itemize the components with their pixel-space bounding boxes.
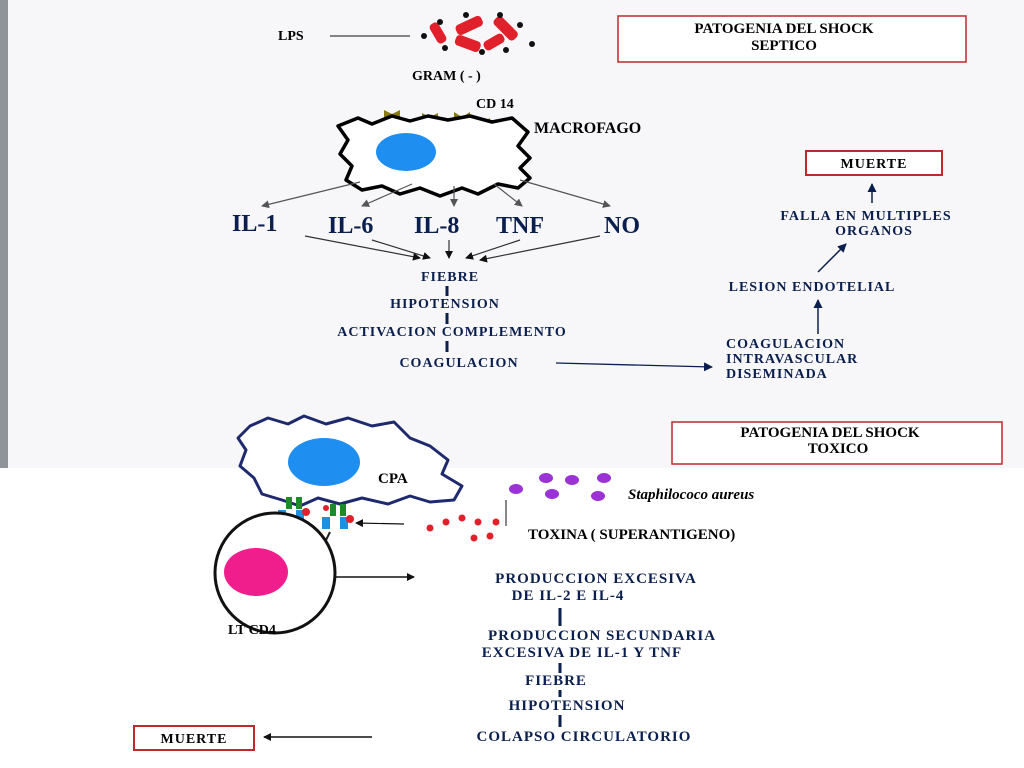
toxic-step-hypotension: HIPOTENSION: [509, 698, 626, 714]
gram-negative-bacteria-icon: [421, 12, 535, 55]
toxic-step-collapse: COLAPSO CIRCULATORIO: [477, 729, 692, 745]
septic-step-complement: ACTIVACION COMPLEMENTO: [337, 325, 567, 340]
septic-panel-background: [0, 0, 1024, 468]
apc-nucleus: [288, 438, 360, 486]
cytokine-no: NO: [604, 213, 640, 239]
septic-step-coagulation: COAGULACION: [399, 356, 518, 371]
toxic-title-line1: PATOGENIA DEL SHOCK: [740, 425, 920, 441]
cytokine-il8: IL-8: [414, 213, 459, 239]
mof-line2: ORGANOS: [835, 224, 913, 239]
staphylococcus-label: Staphilococo aureus: [628, 487, 754, 503]
cytokine-il6: IL-6: [328, 213, 373, 239]
production1-line1: PRODUCCION EXCESIVA: [495, 571, 697, 587]
septic-death-label: MUERTE: [841, 157, 908, 172]
mof-line1: FALLA EN MULTIPLES: [780, 209, 951, 224]
macrophage-label: MACROFAGO: [534, 120, 641, 137]
production2-line2: EXCESIVA DE IL-1 Y TNF: [482, 645, 682, 661]
septic-death-box: [805, 150, 943, 176]
septic-title-line2: SEPTICO: [751, 38, 817, 54]
left-edge-strip: [0, 0, 8, 468]
dic-line3: DISEMINADA: [726, 367, 828, 382]
septic-title-line1: PATOGENIA DEL SHOCK: [694, 21, 874, 37]
septic-title-box: [617, 15, 967, 63]
coagulation-to-dic-arrow: [555, 362, 713, 372]
dic-line1: COAGULACION: [726, 337, 845, 352]
cytokine-tnf: TNF: [496, 213, 544, 239]
cd14-label: CD 14: [476, 97, 514, 112]
cytokine-to-fever-arrows: [304, 235, 601, 263]
toxic-step-fever: FIEBRE: [525, 673, 587, 689]
toxic-death-label: MUERTE: [161, 732, 228, 747]
toxin-icon: [426, 514, 500, 542]
toxic-title-line2: TOXICO: [808, 441, 869, 457]
production2-line1: PRODUCCION SECUNDARIA: [488, 628, 716, 644]
t-cell-nucleus: [224, 548, 288, 596]
septic-step-fever: FIEBRE: [421, 270, 479, 285]
lps-label: LPS: [278, 29, 304, 44]
toxin-label: TOXINA ( SUPERANTIGENO): [528, 527, 735, 543]
t-cell-label: LT CD4: [228, 623, 276, 638]
apc-label: CPA: [378, 471, 408, 487]
cytokine-il1: IL-1: [232, 211, 277, 237]
dic-line2: INTRAVASCULAR: [726, 352, 858, 367]
toxic-title-box: [671, 421, 1003, 465]
gram-label: GRAM ( - ): [412, 69, 481, 84]
production1-line2: DE IL-2 E IL-4: [512, 588, 625, 604]
macrophage-nucleus: [376, 133, 436, 171]
septic-step-hypotension: HIPOTENSION: [390, 297, 500, 312]
endothelial-to-mof-arrow: [817, 243, 847, 273]
staphylococcus-icon: [509, 473, 611, 501]
toxic-death-box: [133, 725, 255, 751]
macrophage-to-cytokine-arrows: [261, 179, 611, 209]
toxin-to-receptor-arrow: [355, 519, 405, 528]
endothelial-label: LESION ENDOTELIAL: [729, 280, 896, 295]
